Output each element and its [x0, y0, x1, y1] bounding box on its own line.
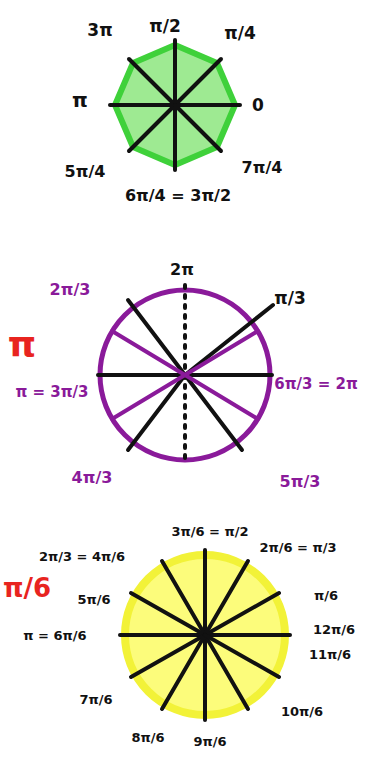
- angle-label: 0: [252, 96, 264, 115]
- angle-label: π/3: [274, 289, 306, 308]
- angle-label: π/4: [224, 24, 256, 43]
- angle-label: 2π: [170, 261, 194, 279]
- angle-label: π/6: [3, 574, 51, 603]
- angle-label: 5π/6: [77, 593, 110, 607]
- angle-label: 11π/6: [309, 648, 351, 662]
- angle-label: 3π: [87, 21, 112, 40]
- angle-label: 7π/4: [242, 159, 283, 177]
- angle-label: 4π/3: [72, 469, 113, 487]
- angle-label: 5π/3: [280, 473, 321, 491]
- angle-label: 2π/3 = 4π/6: [39, 550, 125, 564]
- angle-label: 6π/3 = 2π: [274, 376, 358, 393]
- angle-label: π = 6π/6: [23, 629, 86, 643]
- third-pi-circle: [98, 285, 273, 465]
- angle-label: 2π/3: [50, 281, 91, 299]
- angle-label: π = 3π/3: [15, 384, 88, 401]
- sixth-pi-circle: [120, 550, 290, 720]
- angle-label: 5π/4: [65, 163, 106, 181]
- angle-label: 12π/6: [313, 623, 355, 637]
- angle-label: 7π/6: [79, 693, 112, 707]
- angle-label: 6π/4 = 3π/2: [125, 187, 231, 205]
- angle-label: 8π/6: [131, 731, 164, 745]
- angle-label: 3π/6 = π/2: [171, 525, 248, 539]
- angle-label: 10π/6: [281, 705, 323, 719]
- angle-label: π: [8, 325, 36, 365]
- angle-label: π/2: [149, 17, 181, 36]
- quarter-pi-circle: [110, 40, 240, 170]
- angle-label: π: [72, 89, 88, 111]
- angle-label: π/6: [314, 589, 338, 603]
- angle-label: 2π/6 = π/3: [259, 541, 336, 555]
- angle-label: 9π/6: [193, 735, 226, 749]
